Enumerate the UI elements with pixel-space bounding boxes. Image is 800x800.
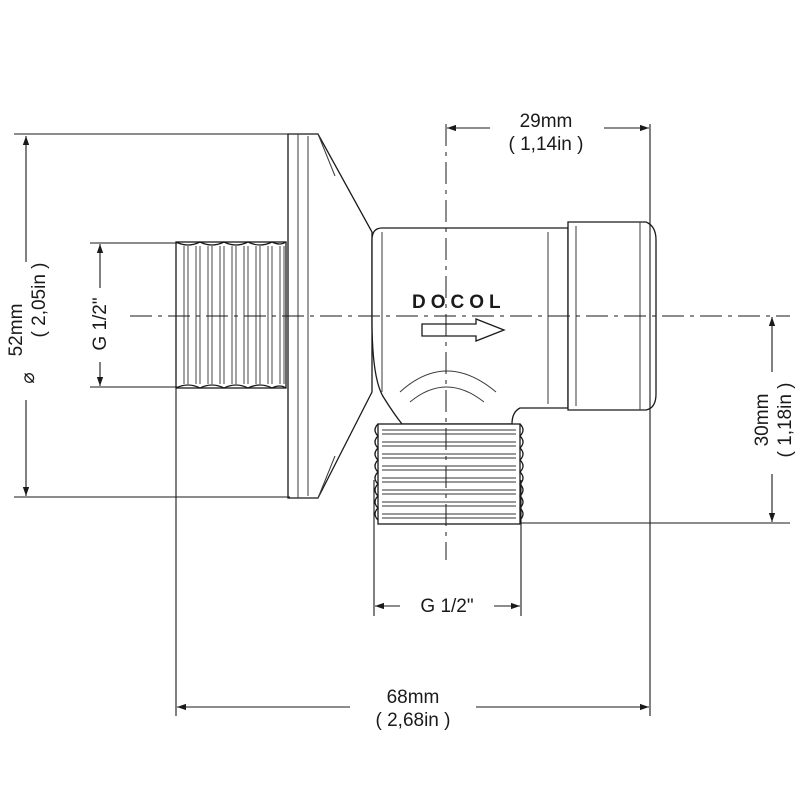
dim-inlet-thread: G 1/2": [90, 297, 111, 350]
valve-body: [371, 227, 569, 425]
diameter-symbol-group: ⌀: [18, 372, 39, 383]
flow-arrow-icon: [421, 318, 506, 342]
diameter-symbol-icon: ⌀: [18, 372, 39, 383]
dim-top-width-metric: 29mm: [520, 111, 573, 132]
dim-overall-width-imperial: ( 2,68in ): [376, 710, 451, 731]
dim-inlet-thread-group: G 1/2": [90, 297, 111, 350]
dim-diameter-metric-group: 52mm: [6, 304, 27, 357]
dimension-lines: [22, 124, 776, 711]
dim-diameter-imperial-group: ( 2,05in ): [29, 263, 50, 338]
dim-overall-width-metric: 68mm: [387, 687, 440, 708]
extension-lines: [14, 124, 790, 716]
brand-label: DOCOL: [412, 292, 506, 313]
dim-outlet-height-imperial: ( 1,18in ): [775, 383, 796, 458]
dim-outlet-thread: G 1/2": [420, 596, 473, 617]
dim-diameter-imperial: ( 2,05in ): [29, 263, 50, 338]
dim-outlet-height-metric-group: 30mm: [752, 394, 773, 447]
inlet-thread: [175, 241, 287, 389]
dim-outlet-height-metric: 30mm: [752, 394, 773, 447]
dim-top-width-imperial: ( 1,14in ): [509, 134, 584, 155]
dim-outlet-height-imperial-group: ( 1,18in ): [775, 383, 796, 458]
outlet-thread: [374, 423, 524, 525]
dim-diameter-metric: 52mm: [6, 304, 27, 357]
